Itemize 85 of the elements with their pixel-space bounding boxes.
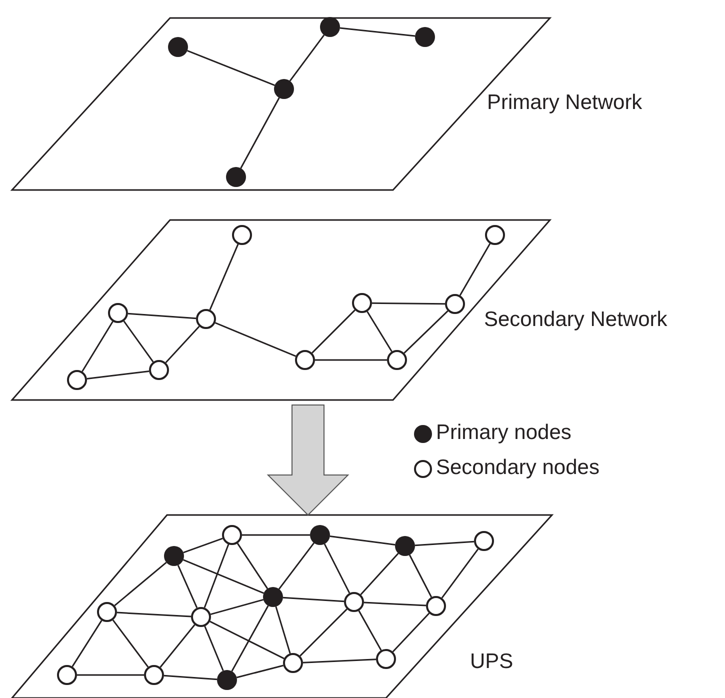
- layer-label: Primary Network: [487, 91, 642, 115]
- filled-node-dot: [415, 27, 435, 47]
- link-line: [116, 612, 192, 618]
- link-line: [404, 310, 448, 354]
- link-line: [312, 310, 356, 354]
- link-line: [210, 620, 284, 660]
- link-line: [324, 544, 350, 594]
- filled-node-dot: [164, 546, 184, 566]
- hollow-node-dot: [97, 602, 117, 622]
- filled-node-dot: [310, 525, 330, 545]
- filled-node-dot: [168, 37, 188, 57]
- hollow-node-dot: [295, 350, 315, 370]
- link-line: [114, 562, 167, 606]
- link-line: [187, 50, 275, 86]
- link-line: [210, 598, 264, 616]
- link-line: [282, 596, 344, 602]
- hollow-node-dot: [387, 350, 407, 370]
- link-line: [204, 544, 230, 608]
- link-line: [112, 620, 149, 668]
- link-line: [364, 602, 426, 606]
- hollow-node-dot: [485, 225, 505, 245]
- legend-label: Primary nodes: [436, 421, 572, 445]
- link-line: [278, 542, 315, 590]
- hollow-node-dot: [445, 294, 465, 314]
- link-line: [330, 536, 396, 546]
- link-line: [77, 674, 144, 676]
- hollow-node-dot: [222, 525, 242, 545]
- filled-node-dot: [226, 167, 246, 187]
- link-line: [214, 322, 296, 357]
- link-line: [340, 27, 416, 37]
- hollow-node-dot: [191, 607, 211, 627]
- link-line: [164, 674, 218, 680]
- hollow-node-dot: [352, 293, 372, 313]
- link-line: [366, 311, 392, 352]
- layer-label: UPS: [470, 650, 514, 674]
- hollow-node-dot: [57, 665, 77, 685]
- link-line: [82, 321, 114, 372]
- link-line: [358, 610, 382, 651]
- filled-node-dot: [274, 79, 294, 99]
- link-line: [160, 624, 196, 668]
- link-line: [128, 312, 196, 320]
- link-line: [182, 559, 264, 594]
- hollow-node-dot: [344, 592, 364, 612]
- hollow-node-dot: [376, 649, 396, 669]
- link-line: [392, 612, 430, 652]
- link-line: [372, 302, 445, 305]
- link-line: [459, 243, 491, 296]
- link-line: [408, 554, 432, 598]
- link-line: [209, 244, 239, 310]
- link-line: [236, 542, 268, 590]
- link-line: [441, 548, 479, 598]
- hollow-node-dot: [108, 303, 128, 323]
- link-line: [302, 658, 376, 664]
- filled-node-dot: [320, 17, 340, 37]
- link-line: [414, 540, 474, 546]
- block-arrow: [266, 404, 350, 516]
- hollow-node-dot: [196, 309, 216, 329]
- hollow-node-dot: [232, 225, 252, 245]
- link-line: [242, 534, 310, 536]
- filled-node-dot: [263, 587, 283, 607]
- link-line: [360, 552, 399, 596]
- hollow-node-dot: [149, 360, 169, 380]
- link-line: [177, 564, 198, 608]
- legend-label: Secondary nodes: [436, 456, 600, 480]
- filled-node-dot: [217, 670, 237, 690]
- link-line: [86, 370, 150, 380]
- link-line: [236, 664, 284, 678]
- link-line: [289, 34, 325, 82]
- layer-label: Secondary Network: [484, 308, 668, 332]
- hollow-node-dot: [67, 370, 87, 390]
- link-line: [275, 606, 291, 654]
- link-line: [204, 626, 224, 672]
- hollow-node-dot: [144, 665, 164, 685]
- link-line: [165, 326, 200, 364]
- filled-node-dot: [395, 536, 415, 556]
- link-line: [315, 359, 387, 361]
- link-line: [240, 97, 280, 169]
- hollow-node-dot: [426, 596, 446, 616]
- link-line: [123, 320, 154, 362]
- hollow-node-dot: [283, 653, 303, 673]
- link-line: [231, 605, 269, 672]
- link-line: [183, 538, 223, 554]
- link-line: [72, 620, 102, 667]
- hollow-node-dot: [474, 531, 494, 551]
- link-line: [300, 608, 348, 656]
